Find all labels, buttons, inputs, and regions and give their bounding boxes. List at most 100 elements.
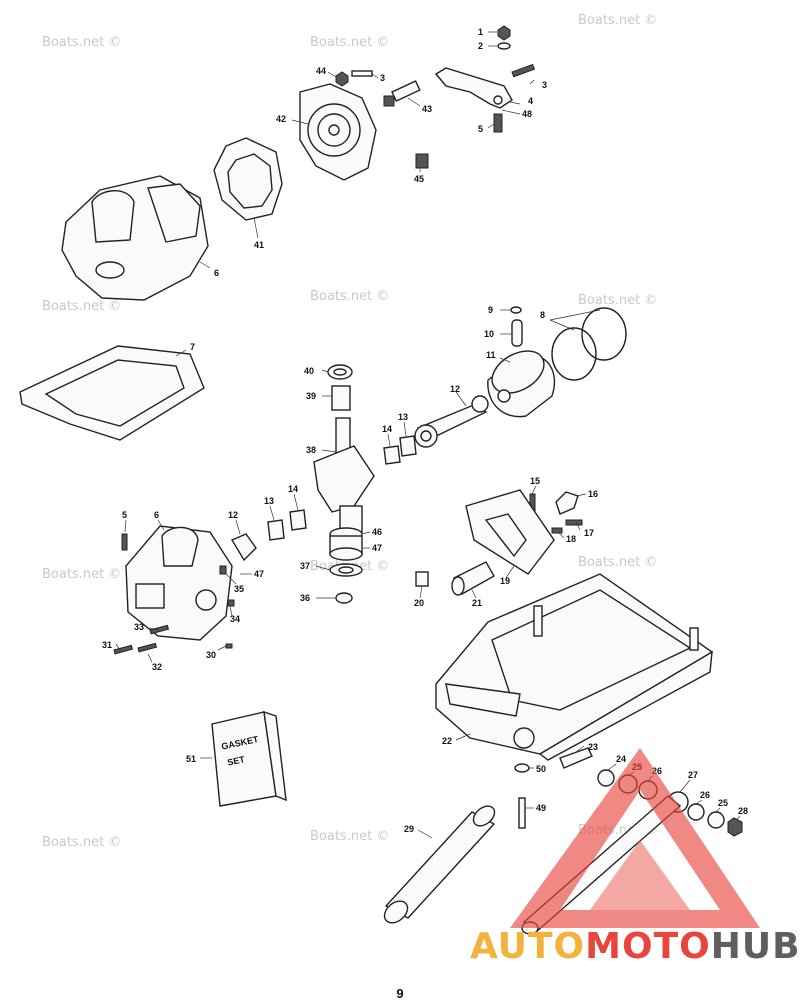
callout-label: 25 — [718, 798, 728, 808]
watermark: Boats.net © — [310, 829, 389, 844]
callout-label: 13 — [398, 412, 408, 422]
callout-label: 14 — [382, 424, 392, 434]
gasket-box-text: SET — [227, 754, 247, 768]
piston-part — [487, 350, 556, 418]
seal-part — [327, 364, 353, 411]
callout-label: 36 — [300, 593, 310, 603]
gasket-set-box: GASKET SET — [211, 710, 287, 807]
cover-part — [465, 489, 555, 575]
callout-label: 21 — [472, 598, 482, 608]
callout-label: 43 — [422, 104, 432, 114]
page-number: 9 — [396, 986, 404, 1001]
callout-label: 17 — [584, 528, 594, 538]
callout-label: 40 — [304, 366, 314, 376]
watermark: Boats.net © — [578, 555, 657, 570]
callout-label: 5 — [122, 510, 127, 520]
fitting-part — [383, 80, 421, 107]
callout-labels: 1 2 3 44 3 43 4 48 5 42 45 41 6 7 9 8 10… — [102, 27, 748, 834]
callout-label: 46 — [372, 527, 382, 537]
callout-label: 16 — [588, 489, 598, 499]
callout-label: 49 — [536, 803, 546, 813]
callout-label: 45 — [414, 174, 424, 184]
callout-label: 47 — [372, 543, 382, 553]
callout-label: 6 — [154, 510, 159, 520]
watermark: Boats.net © — [42, 299, 121, 314]
callout-label: 42 — [276, 114, 286, 124]
callout-label: 29 — [404, 824, 414, 834]
lower-crankcase-part — [125, 525, 233, 641]
main-bearing-part — [329, 527, 363, 604]
automotohub-logo-mark — [510, 748, 760, 928]
callout-label: 35 — [234, 584, 244, 594]
callout-label: 26 — [700, 790, 710, 800]
callout-label: 2 — [478, 41, 483, 51]
piston-pin-part — [510, 306, 523, 347]
bearing-part — [383, 435, 417, 465]
callout-label: 26 — [652, 766, 662, 776]
callout-label: 13 — [264, 496, 274, 506]
callout-label: 10 — [484, 329, 494, 339]
callout-label: 27 — [688, 770, 698, 780]
callout-label: 14 — [288, 484, 298, 494]
brand-part: AUTO — [470, 926, 586, 967]
automotohub-logo: AUTOMOTOHUB — [470, 926, 800, 967]
bolt-part — [113, 533, 235, 655]
callout-label: 12 — [228, 510, 238, 520]
callout-label: 22 — [442, 736, 452, 746]
callout-label: 5 — [478, 124, 483, 134]
clamp-part — [529, 491, 583, 534]
bracket-part — [434, 67, 513, 133]
callout-label: 18 — [566, 534, 576, 544]
gasket-part — [213, 137, 283, 221]
callout-label: 48 — [522, 109, 532, 119]
brand-part: HUB — [710, 926, 800, 967]
callout-label: 24 — [616, 754, 626, 764]
watermark: Boats.net © — [42, 835, 121, 850]
stud-part — [514, 747, 593, 829]
callout-label: 47 — [254, 569, 264, 579]
callout-label: 30 — [206, 650, 216, 660]
callout-label: 41 — [254, 240, 264, 250]
callout-label: 28 — [738, 806, 748, 816]
nut-part — [497, 25, 511, 50]
callout-label: 51 — [186, 754, 196, 764]
callout-label: 4 — [528, 96, 533, 106]
base-gasket-part — [19, 345, 205, 441]
callout-label: 3 — [380, 73, 385, 83]
watermark: Boats.net © — [578, 13, 657, 28]
callout-label: 7 — [190, 342, 195, 352]
callout-label: 3 — [542, 80, 547, 90]
callout-label: 31 — [102, 640, 112, 650]
callout-label: 8 — [540, 310, 545, 320]
piston-ring-part — [551, 307, 627, 381]
tube-part — [383, 805, 496, 924]
crankcase-part — [61, 175, 209, 301]
callout-label: 11 — [486, 350, 496, 360]
crankshaft-part — [313, 417, 375, 533]
callout-label: 12 — [450, 384, 460, 394]
callout-label: 20 — [414, 598, 424, 608]
housing-part — [299, 83, 429, 181]
callout-label: 38 — [306, 445, 316, 455]
watermark: Boats.net © — [578, 293, 657, 308]
frame-part — [435, 573, 714, 761]
callout-label: 32 — [152, 662, 162, 672]
callout-label: 23 — [588, 742, 598, 752]
callout-label: 44 — [316, 66, 326, 76]
callout-label: 37 — [300, 561, 310, 571]
watermark: Boats.net © — [310, 35, 389, 50]
callout-label: 39 — [306, 391, 316, 401]
connecting-rod-part — [414, 395, 489, 448]
sleeve-part — [415, 561, 495, 596]
callout-label: 50 — [536, 764, 546, 774]
watermark: Boats.net © — [42, 35, 121, 50]
brand-part: MOTO — [585, 926, 711, 967]
callout-label: 34 — [230, 614, 240, 624]
callout-label: 15 — [530, 476, 540, 486]
nut-bolt-part — [335, 63, 536, 87]
callout-label: 1 — [478, 27, 483, 37]
callout-label: 9 — [488, 305, 493, 315]
callout-label: 33 — [134, 622, 144, 632]
watermark: Boats.net © — [310, 289, 389, 304]
